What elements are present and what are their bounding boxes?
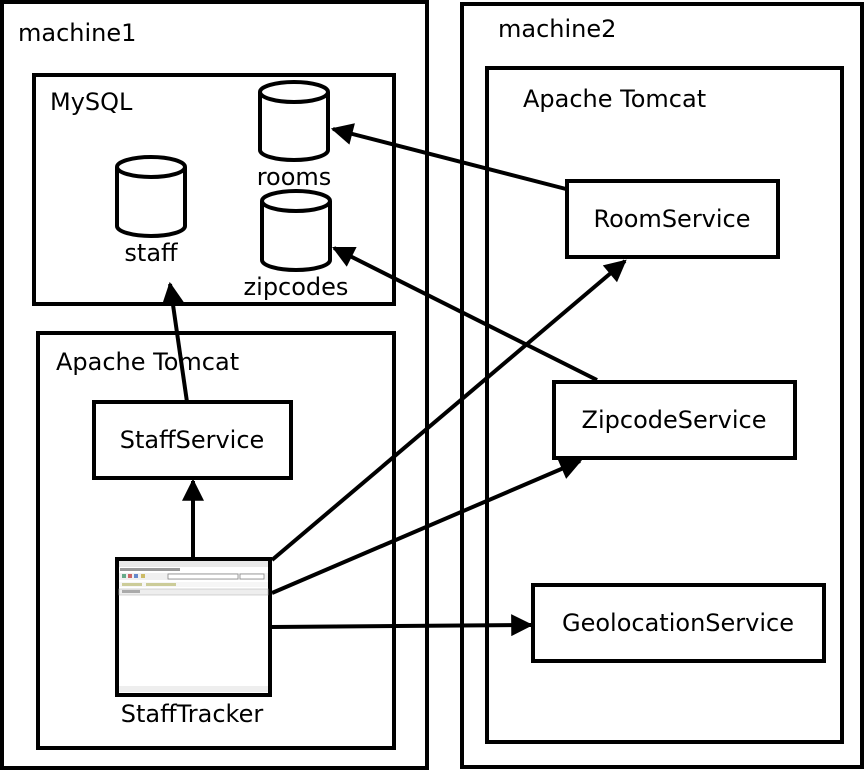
edge-staffservice-to-staff — [161, 281, 189, 403]
roomservice-box — [565, 179, 780, 259]
zipcodeservice-label: ZipcodeService — [582, 406, 767, 434]
zipcodes-database-label: zipcodes — [244, 273, 349, 301]
mysql-label: MySQL — [50, 88, 133, 116]
browser-window-icon — [115, 557, 272, 697]
rooms-database-icon — [258, 80, 330, 162]
edge-stafftracker-to-geolocationservice — [271, 614, 534, 637]
staff-database-icon — [115, 155, 187, 238]
tomcat1-label: Apache Tomcat — [56, 348, 239, 376]
machine2-box — [460, 2, 864, 769]
edge-zipcodeservice-to-zipcodes — [332, 246, 598, 382]
zipcodes-database-icon — [260, 189, 332, 272]
tomcat2-label: Apache Tomcat — [523, 85, 706, 113]
machine2-label: machine2 — [498, 15, 616, 43]
edge-stafftracker-to-roomservice — [270, 259, 627, 562]
rooms-database-label: rooms — [257, 163, 332, 191]
zipcodeservice-box — [552, 380, 797, 460]
machine1-box — [0, 0, 429, 770]
staffservice-label: StaffService — [120, 426, 265, 454]
roomservice-label: RoomService — [593, 205, 750, 233]
staffservice-box — [92, 400, 293, 480]
machine1-label: machine1 — [18, 19, 136, 47]
mysql-box — [32, 73, 396, 306]
staff-database-label: staff — [124, 239, 178, 267]
geolocationservice-label: GeolocationService — [562, 609, 794, 637]
stafftracker-label: StaffTracker — [121, 700, 264, 728]
edge-stafftracker-to-zipcodeservice — [271, 458, 583, 595]
tomcat2-box — [485, 66, 844, 744]
edge-roomservice-to-rooms — [330, 123, 567, 191]
